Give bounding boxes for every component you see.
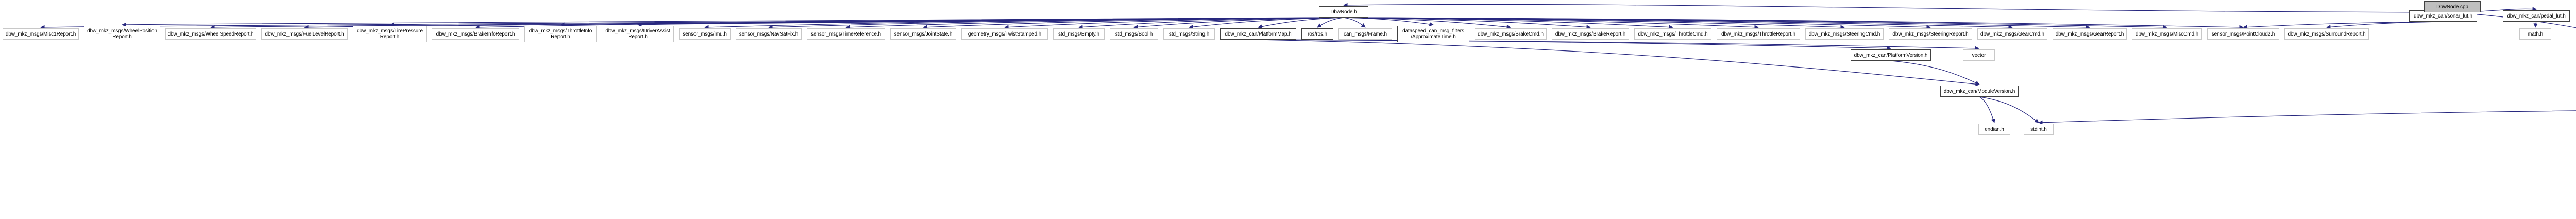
graph-edge	[1189, 17, 1344, 29]
graph-node[interactable]: can_msgs/Frame.h	[1338, 28, 1392, 40]
graph-edge	[1343, 3, 2453, 13]
graph-node[interactable]: stdint.h	[2024, 124, 2054, 135]
graph-edge	[2243, 21, 2444, 29]
graph-node[interactable]: dbw_mkz_msgs/WheelPosition Report.h	[84, 26, 160, 42]
graph-edge	[1343, 17, 1366, 28]
graph-node[interactable]: dbw_mkz_msgs/ThrottleReport.h	[1717, 28, 1800, 40]
graph-edge	[1343, 17, 1673, 29]
graph-node[interactable]: sensor_msgs/NavSatFix.h	[736, 28, 802, 40]
graph-node[interactable]: dbw_mkz_msgs/ThrottleInfo Report.h	[524, 26, 597, 42]
graph-node[interactable]: dbw_mkz_msgs/SurroundReport.h	[2284, 28, 2369, 40]
graph-node[interactable]: std_msgs/Empty.h	[1053, 28, 1105, 40]
graph-node[interactable]: sensor_msgs/TimeReference.h	[807, 28, 885, 40]
graph-node[interactable]: dataspeed_can_msg_filters /ApproximateTi…	[1397, 26, 1469, 42]
graph-node[interactable]: geometry_msgs/TwistStamped.h	[961, 28, 1048, 40]
graph-node[interactable]: dbw_mkz_can/PlatformMap.h	[1220, 28, 1296, 40]
graph-edge	[1890, 60, 1980, 85]
graph-node[interactable]: dbw_mkz_msgs/WheelSpeedReport.h	[165, 28, 256, 40]
graph-edge	[1979, 96, 2039, 123]
graph-node[interactable]: dbw_mkz_msgs/Misc1Report.h	[3, 28, 79, 40]
graph-edge	[1258, 39, 1891, 51]
graph-edge	[845, 17, 1344, 29]
graph-node[interactable]: dbw_mkz_msgs/TirePressure Report.h	[353, 26, 427, 42]
graph-node[interactable]: std_msgs/Bool.h	[1110, 28, 1158, 40]
graph-edge	[768, 17, 1344, 29]
graph-node[interactable]: endian.h	[1978, 124, 2010, 135]
graph-edge	[40, 17, 1344, 30]
graph-node[interactable]: dbw_mkz_msgs/ThrottleCmd.h	[1634, 28, 1711, 40]
graph-node[interactable]: dbw_mkz_msgs/MiscCmd.h	[2132, 28, 2202, 40]
graph-edge	[1258, 39, 1980, 87]
graph-node[interactable]: dbw_mkz_msgs/DriverAssist Report.h	[602, 26, 674, 42]
graph-edge	[560, 17, 1344, 27]
graph-edge	[923, 17, 1344, 29]
graph-edge	[1004, 17, 1344, 29]
graph-node[interactable]: dbw_mkz_can/ModuleVersion.h	[1940, 86, 2019, 97]
graph-node[interactable]: dbw_mkz_msgs/BrakeInfoReport.h	[432, 28, 519, 40]
graph-edge	[1343, 17, 2244, 30]
graph-node[interactable]: dbw_mkz_msgs/BrakeCmd.h	[1475, 28, 1547, 40]
graph-node[interactable]: DbwNode.h	[1319, 6, 1368, 18]
graph-edge	[1979, 96, 1995, 123]
graph-edge	[1258, 17, 1344, 29]
graph-edge	[2533, 21, 2538, 28]
graph-node[interactable]: sensor_msgs/JointState.h	[890, 28, 956, 40]
graph-edge	[637, 17, 1344, 27]
graph-edge	[304, 17, 1344, 30]
graph-edge	[2326, 21, 2444, 29]
graph-node[interactable]: vector	[1963, 49, 1995, 61]
graph-edge	[1078, 17, 1344, 29]
graph-node[interactable]: math.h	[2519, 28, 2551, 40]
graph-node[interactable]: sensor_msgs/Imu.h	[679, 28, 731, 40]
graph-edge	[1317, 17, 1344, 28]
graph-node[interactable]: sensor_msgs/PointCloud2.h	[2207, 28, 2279, 40]
graph-node[interactable]: dbw_mkz_msgs/SteeringReport.h	[1889, 28, 1972, 40]
graph-node-root[interactable]: DbwNode.cpp	[2424, 1, 2481, 12]
graph-edge	[1133, 17, 1344, 29]
graph-edge	[389, 17, 1344, 27]
graph-edge	[122, 17, 1344, 27]
graph-node[interactable]: dbw_mkz_msgs/GearCmd.h	[1977, 28, 2047, 40]
graph-node[interactable]: dbw_mkz_msgs/GearReport.h	[2053, 28, 2127, 40]
graph-node[interactable]: dbw_mkz_msgs/FuelLevelReport.h	[261, 28, 348, 40]
graph-node[interactable]: dbw_mkz_msgs/BrakeReport.h	[1552, 28, 1629, 40]
graph-edge	[2452, 12, 2576, 28]
graph-edge	[1258, 39, 1979, 51]
graph-node[interactable]: dbw_mkz_can/pedal_lut.h	[2503, 10, 2570, 22]
graph-node[interactable]: dbw_mkz_can/PlatformVersion.h	[1851, 49, 1931, 61]
graph-node[interactable]: std_msgs/String.h	[1163, 28, 1215, 40]
graph-edge	[704, 17, 1344, 29]
graph-edge	[1343, 17, 1434, 27]
graph-edge	[2038, 110, 2576, 125]
graph-node[interactable]: ros/ros.h	[1301, 28, 1333, 40]
graph-node[interactable]: dbw_mkz_msgs/SteeringCmd.h	[1805, 28, 1884, 40]
